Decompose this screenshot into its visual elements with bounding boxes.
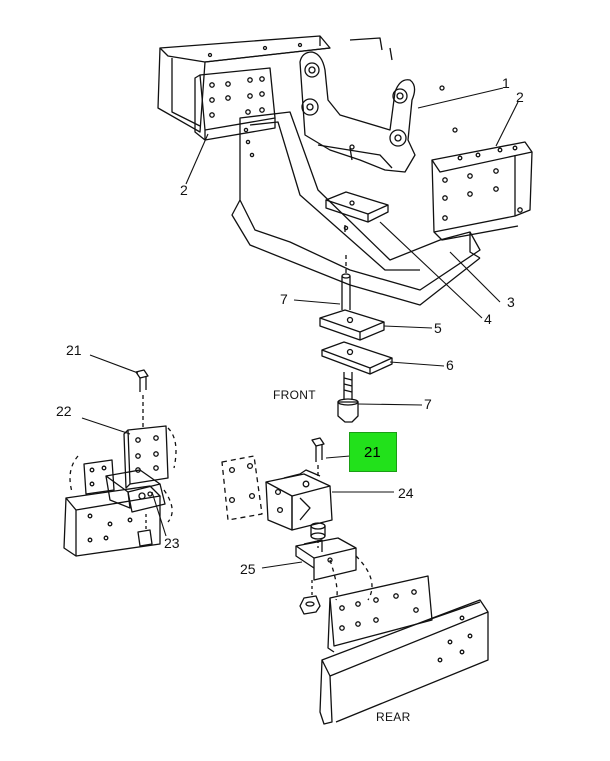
callout-3: 3 <box>507 294 515 310</box>
callout-21-left: 21 <box>66 342 82 358</box>
bolt-lower <box>337 372 359 423</box>
callout-23: 23 <box>164 535 180 551</box>
callout-4: 4 <box>484 311 492 327</box>
mount-plate-left <box>194 67 276 141</box>
callout-1: 1 <box>502 75 510 91</box>
highlighted-callout-21[interactable]: 21 <box>349 432 397 472</box>
spacer-upper <box>325 191 389 232</box>
callout-7-upper: 7 <box>280 291 288 307</box>
callout-5: 5 <box>434 320 442 336</box>
left-detail <box>63 369 177 557</box>
callout-7-lower: 7 <box>424 396 432 412</box>
spring-bracket <box>299 47 458 173</box>
callout-2-right: 2 <box>516 89 524 105</box>
front-label: FRONT <box>273 388 316 402</box>
callout-22: 22 <box>56 403 72 419</box>
callout-24: 24 <box>398 485 414 501</box>
rear-label: REAR <box>376 710 411 724</box>
callout-6: 6 <box>446 357 454 373</box>
callout-25: 25 <box>240 561 256 577</box>
mount-plate-right <box>431 141 533 241</box>
stud-upper <box>341 255 351 310</box>
frame-rail <box>157 35 383 133</box>
highlighted-callout-21-label: 21 <box>364 444 381 461</box>
plate-5 <box>319 309 385 341</box>
lower-assembly <box>221 437 489 725</box>
callout-2-left: 2 <box>180 182 188 198</box>
leader-lines <box>81 87 519 569</box>
plate-6 <box>321 341 393 375</box>
crossmember <box>231 111 481 306</box>
